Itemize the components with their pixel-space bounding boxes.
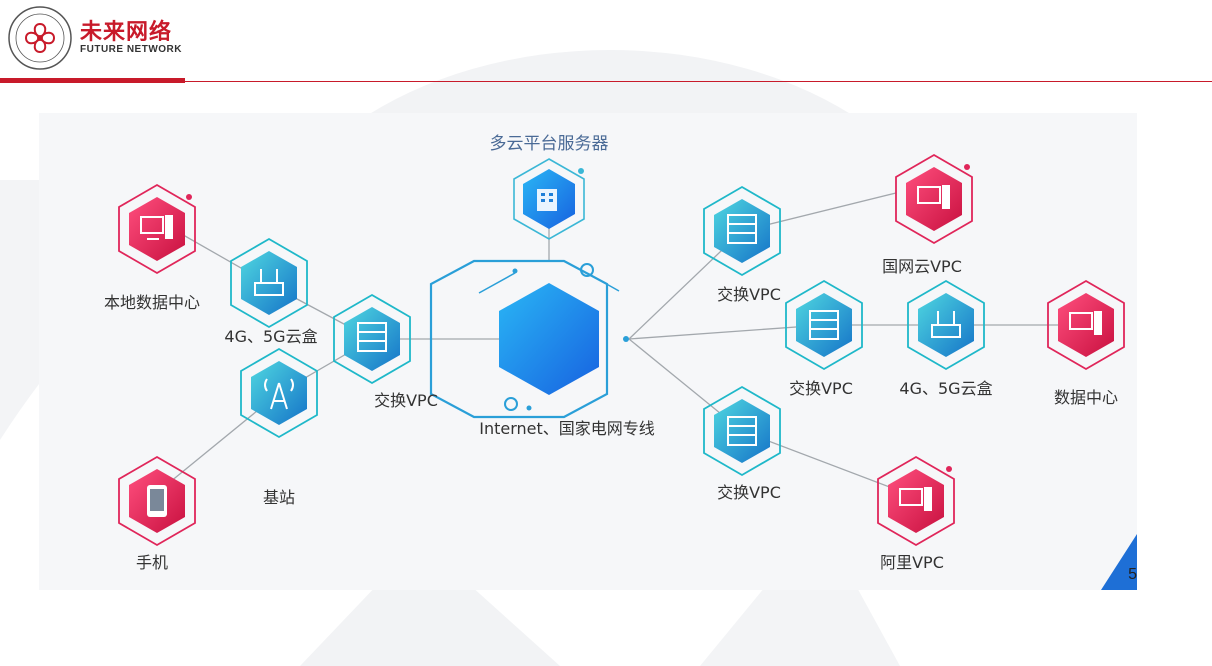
logo-chinese-name: 未来网络 xyxy=(80,19,173,45)
switch-vpc-top-node xyxy=(703,185,781,277)
switch-vpc-bottom-label: 交换VPC xyxy=(717,483,781,502)
phone-label: 手机 xyxy=(135,553,169,572)
corner-page-tab xyxy=(1101,534,1137,590)
internet-hub-label: Internet、国家电网专线 xyxy=(479,419,655,438)
cloud-box-right-label: 4G、5G云盒 xyxy=(899,379,993,398)
aliyun-vpc-node xyxy=(877,455,955,547)
corner-page-number: 5 xyxy=(1128,566,1137,583)
data-center-right-label: 数据中心 xyxy=(1053,388,1119,407)
base-station-label: 基站 xyxy=(262,488,296,507)
cloud-server-label: 多云平台服务器 xyxy=(489,134,609,154)
local-data-center-label: 本地数据中心 xyxy=(103,293,201,312)
phone-node xyxy=(118,455,196,547)
internet-hub-node xyxy=(429,259,629,419)
network-topology-diagram: 多云平台服务器 本地数据中心 4G、5G云盒 基站 手机 交换VPC Inter… xyxy=(39,113,1137,590)
switch-vpc-top-label: 交换VPC xyxy=(717,285,781,304)
slide-header: 未来网络 FUTURE NETWORK xyxy=(0,0,1212,84)
switch-vpc-left-node xyxy=(333,293,411,385)
state-grid-vpc-label: 国网云VPC xyxy=(882,257,962,276)
cloud-box-left-label: 4G、5G云盒 xyxy=(224,327,318,346)
cloud-box-left-node xyxy=(230,237,308,329)
state-grid-vpc-node xyxy=(895,153,973,245)
header-accent-bar xyxy=(0,78,185,83)
local-data-center-node xyxy=(118,183,196,275)
switch-vpc-middle-label: 交换VPC xyxy=(789,379,853,398)
switch-vpc-middle-node xyxy=(785,279,863,371)
header-divider xyxy=(0,81,1212,82)
data-center-right-node xyxy=(1047,279,1125,371)
logo-english-name: FUTURE NETWORK xyxy=(80,44,182,55)
switch-vpc-bottom-node xyxy=(703,385,781,477)
logo-emblem-icon xyxy=(8,6,72,70)
aliyun-vpc-label: 阿里VPC xyxy=(880,553,944,572)
cloud-box-right-node xyxy=(907,279,985,371)
base-station-node xyxy=(240,347,318,439)
cloud-server-node xyxy=(513,158,585,240)
switch-vpc-left-label: 交换VPC xyxy=(374,391,438,410)
